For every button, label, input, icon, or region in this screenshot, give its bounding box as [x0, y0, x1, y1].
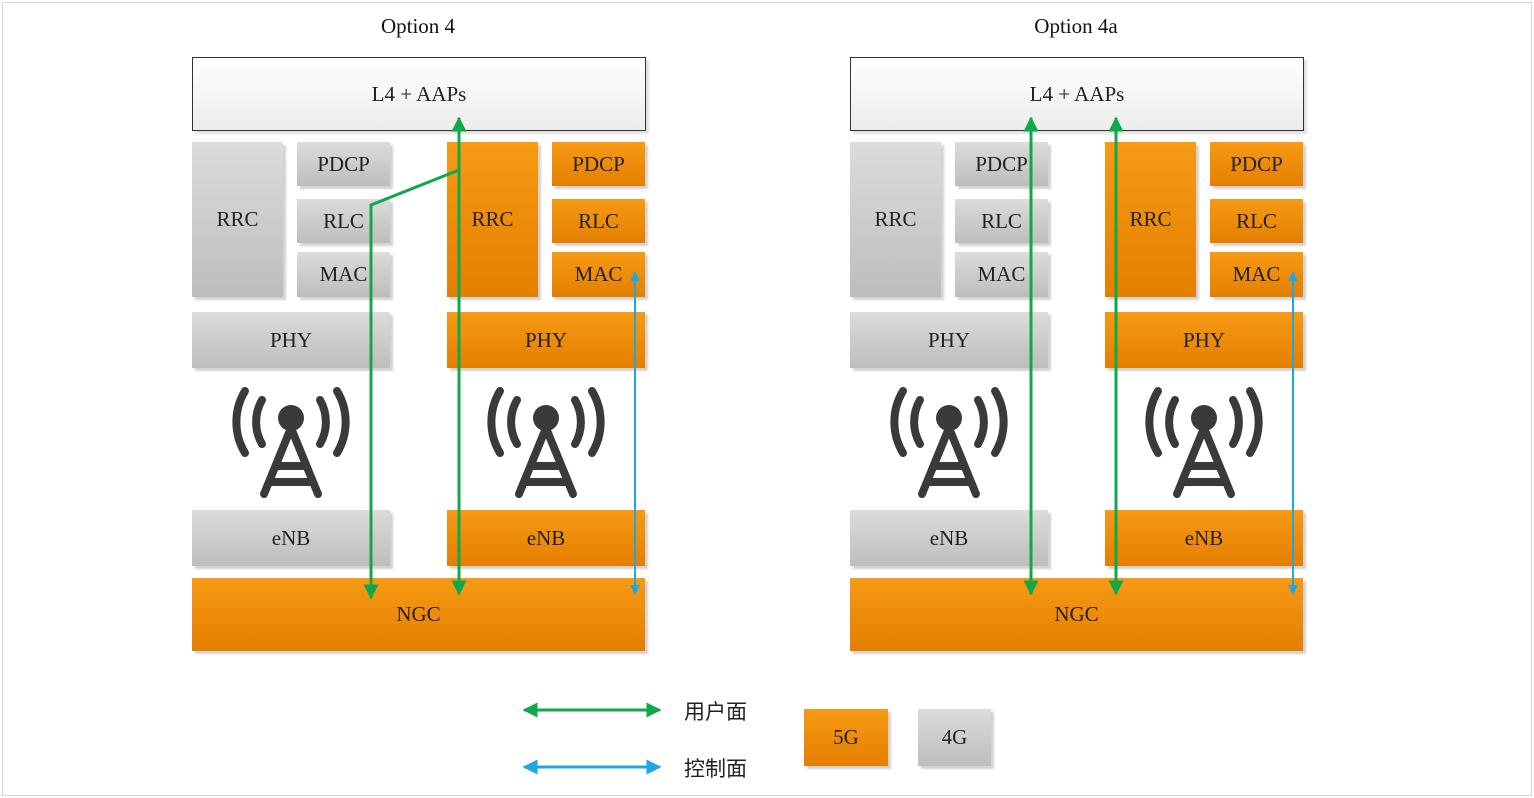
option-4a-ngc: NGC: [850, 578, 1303, 651]
legend-user-plane-label: 用户面: [684, 700, 747, 724]
option-4a-4g-mac: MAC: [955, 252, 1048, 297]
antenna-tower-icon: [487, 387, 605, 498]
option-4-5g-rrc: RRC: [447, 142, 538, 297]
option-4-title: Option 4: [380, 14, 456, 38]
legend-5g-swatch: 5G: [804, 709, 888, 766]
antenna-tower-icon: [232, 387, 350, 498]
option-4-5g-enb: eNB: [447, 510, 645, 566]
option-4-4g-rrc: RRC: [192, 142, 283, 297]
option-4a-5g-enb: eNB: [1105, 510, 1303, 566]
option-4a-5g-phy: PHY: [1105, 312, 1303, 368]
option-4-4g-rlc: RLC: [297, 199, 390, 243]
option-4-4g-mac: MAC: [297, 252, 390, 297]
option-4a-5g-pdcp: PDCP: [1210, 142, 1303, 186]
option-4-4g-enb: eNB: [192, 510, 390, 566]
option-4-4g-phy: PHY: [192, 312, 390, 368]
option-4-top-box: L4 + AAPs: [192, 57, 646, 131]
option-4-4g-pdcp: PDCP: [297, 142, 390, 186]
antenna-tower-icon: [890, 387, 1008, 498]
antenna-tower-icon: [1145, 387, 1263, 498]
option-4a-5g-rlc: RLC: [1210, 199, 1303, 243]
option-4-ngc: NGC: [192, 578, 645, 651]
option-4-5g-mac: MAC: [552, 252, 645, 297]
option-4a-top-box: L4 + AAPs: [850, 57, 1304, 131]
option-4a-4g-rlc: RLC: [955, 199, 1048, 243]
option-4-5g-pdcp: PDCP: [552, 142, 645, 186]
option-4a-4g-rrc: RRC: [850, 142, 941, 297]
option-4a-4g-enb: eNB: [850, 510, 1048, 566]
option-4a-title: Option 4a: [1034, 14, 1118, 38]
option-4-5g-phy: PHY: [447, 312, 645, 368]
option-4a-5g-rrc: RRC: [1105, 142, 1196, 297]
option-4-5g-rlc: RLC: [552, 199, 645, 243]
option-4a-5g-mac: MAC: [1210, 252, 1303, 297]
option-4a-4g-phy: PHY: [850, 312, 1048, 368]
legend-4g-swatch: 4G: [918, 709, 991, 766]
legend-control-plane-label: 控制面: [684, 757, 747, 781]
option-4a-4g-pdcp: PDCP: [955, 142, 1048, 186]
